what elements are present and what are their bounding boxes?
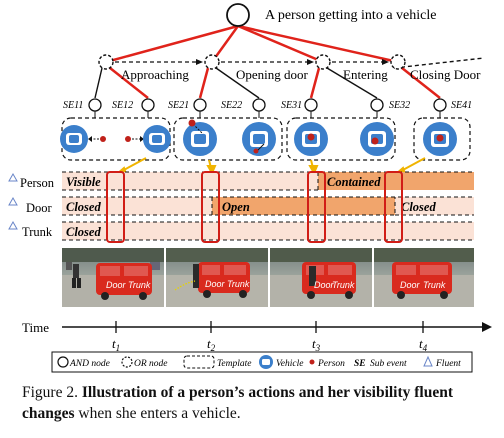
se-label-se32: SE32: [389, 100, 410, 111]
template-row: [60, 117, 471, 176]
template-opening-door: [173, 117, 283, 161]
person-icon: [125, 136, 131, 142]
time-axis: Time t1 t2 t3 t4: [22, 320, 492, 353]
fluent-icon: [423, 355, 433, 367]
frame-label-trunk: Trunk: [227, 279, 250, 289]
legend-se: SE: [354, 359, 366, 369]
person-icon: [253, 148, 259, 154]
stage-closing-door: Closing Door: [410, 67, 481, 82]
or-nodes: [98, 54, 406, 70]
person-figure: [309, 266, 316, 286]
caption-prefix: Figure 2.: [22, 384, 78, 401]
fluent-door-open: Open: [222, 200, 250, 214]
person-icon: [371, 137, 379, 145]
or-to-se-edges: [94, 57, 485, 99]
and-node-icon: [57, 356, 69, 368]
video-frame-1: Door Trunk: [62, 248, 164, 307]
legend-fluent: Fluent: [435, 359, 461, 369]
tick-t4: t4: [419, 336, 428, 353]
tick-t1: t1: [112, 336, 120, 353]
video-frame-3: Door Trunk: [270, 248, 372, 307]
template-entering: [286, 117, 396, 161]
frame-label-trunk: Trunk: [423, 280, 446, 290]
se-label-se21: SE21: [168, 100, 189, 111]
template-icon: [183, 355, 215, 369]
se-template-connectors: [94, 111, 441, 118]
frame-label-door: Door: [314, 280, 335, 290]
person-icon: [309, 359, 315, 365]
legend-or-node: OR node: [134, 359, 168, 369]
root-label: A person getting into a vehicle: [265, 8, 436, 23]
legend: AND node OR node Template Vehicle Person…: [51, 351, 473, 373]
fluent-icon: [8, 196, 18, 206]
frame-label-door: Door: [205, 279, 226, 289]
fluent-table: Person Door Trunk Visible Contained: [8, 171, 474, 243]
se-label-se31: SE31: [281, 100, 302, 111]
person-figure: [73, 264, 79, 278]
person-icon: [436, 134, 444, 142]
fluent-person-visible: Visible: [66, 175, 101, 189]
se-label-se22: SE22: [221, 100, 242, 111]
caption-bold: Illustration of a person’s actions and h…: [22, 384, 454, 422]
time-markers: [106, 171, 403, 243]
frame-label-trunk: Trunk: [332, 280, 355, 290]
legend-person: Person: [317, 359, 345, 369]
fluent-person-contained: Contained: [327, 175, 381, 189]
fluent-icon: [8, 172, 18, 182]
time-axis-label: Time: [22, 320, 49, 335]
legend-vehicle: Vehicle: [276, 359, 303, 369]
fluent-door-closed-2: Closed: [401, 200, 436, 214]
fluent-door-closed: Closed: [66, 200, 101, 214]
or-node-icon: [121, 356, 133, 368]
legend-sub-event: Sub event: [370, 359, 407, 369]
fluent-icon: [8, 220, 18, 230]
tick-t3: t3: [312, 336, 321, 353]
sequence-arrowheads: [196, 59, 389, 65]
stage-opening-door: Opening door: [236, 67, 309, 82]
legend-template: Template: [217, 359, 251, 369]
tick-t2: t2: [207, 336, 216, 353]
and-or-graph: A person getting into a vehicle Approach…: [63, 3, 485, 118]
root-edges: [105, 24, 399, 64]
se-label-se11: SE11: [63, 100, 83, 111]
template-approaching: [60, 117, 171, 161]
fluent-row-label-trunk: Trunk: [22, 225, 53, 239]
video-frame-2: Door Trunk: [166, 248, 268, 307]
template-closing-door: [413, 117, 471, 161]
video-frames: Door Trunk Door Trunk Door: [62, 248, 474, 307]
caption-suffix: when she enters a vehicle.: [78, 405, 241, 422]
person-icon: [188, 119, 196, 127]
person-icon: [307, 133, 315, 141]
fluent-trunk-closed: Closed: [66, 225, 101, 239]
se-label-se12: SE12: [112, 100, 133, 111]
legend-and-node: AND node: [69, 359, 110, 369]
fluent-row-label-person: Person: [20, 176, 55, 190]
person-icon: [100, 136, 106, 142]
video-frame-4: Door Trunk: [374, 248, 474, 307]
stage-approaching: Approaching: [121, 67, 189, 82]
frame-label-door: Door: [400, 280, 421, 290]
figure-caption: Figure 2. Illustration of a person’s act…: [22, 382, 494, 424]
frame-label-door: Door: [106, 280, 127, 290]
fluent-row-label-door: Door: [26, 201, 53, 215]
se-label-se41: SE41: [451, 100, 472, 111]
stage-entering: Entering: [343, 67, 388, 82]
frame-label-trunk: Trunk: [128, 280, 151, 290]
person-figure: [193, 264, 199, 288]
root-and-node: [226, 3, 250, 27]
